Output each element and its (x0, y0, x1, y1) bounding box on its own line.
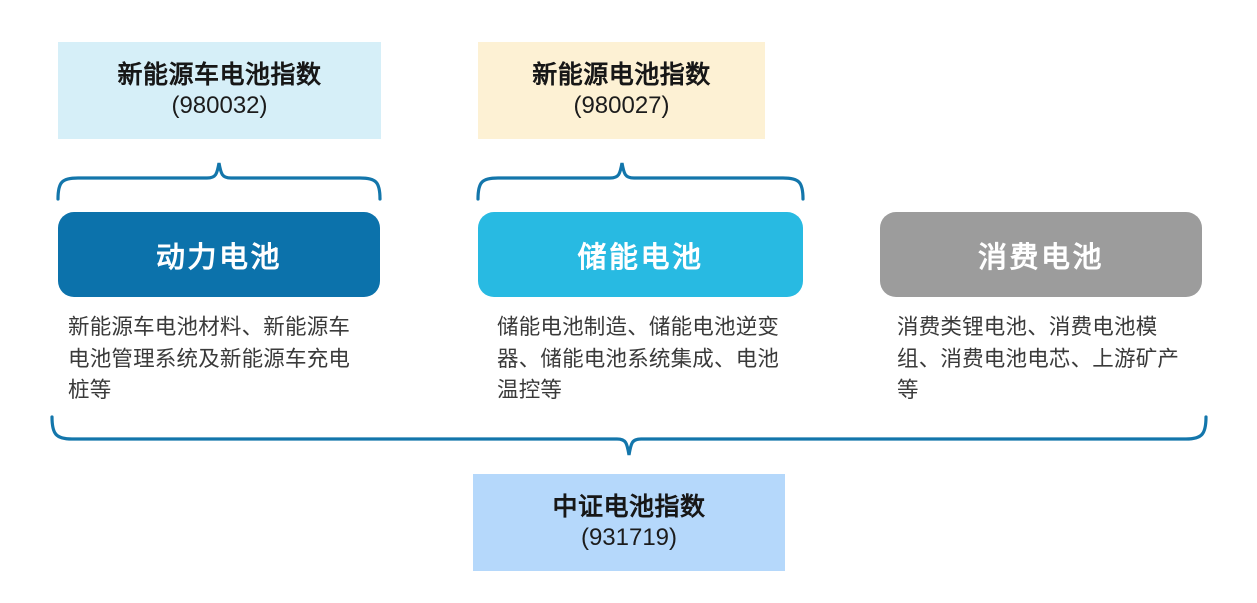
brace-up-nev-battery (476, 162, 805, 201)
index-name: 新能源电池指数 (532, 61, 711, 90)
index-code: (931719) (580, 523, 678, 551)
category-label: 动力电池 (155, 241, 282, 274)
index-box-nev-battery: 新能源电池指数 (980027) (478, 42, 765, 139)
index-name: 新能源车电池指数 (117, 61, 322, 90)
index-box-csi-battery: 中证电池指数 (931719) (473, 474, 785, 571)
index-box-nev-car-battery: 新能源车电池指数 (980032) (58, 42, 381, 139)
category-description-storage-battery: 储能电池制造、储能电池逆变器、储能电池系统集成、电池温控等 (497, 315, 780, 403)
index-name: 中证电池指数 (552, 493, 706, 522)
brace-up-nev-car-battery (56, 162, 382, 201)
category-box-storage-battery: 储能电池 (478, 212, 803, 297)
index-code: (980032) (171, 91, 268, 119)
category-label: 储能电池 (577, 241, 704, 274)
category-description-power-battery: 新能源车电池材料、新能源车电池管理系统及新能源车充电桩等 (68, 315, 351, 403)
brace-down-csi-battery (50, 415, 1208, 456)
category-box-power-battery: 动力电池 (58, 212, 380, 297)
category-label: 消费电池 (977, 241, 1104, 274)
category-box-consumer-battery: 消费电池 (880, 212, 1202, 297)
category-description-consumer-battery: 消费类锂电池、消费电池模组、消费电池电芯、上游矿产等 (897, 315, 1180, 403)
index-code: (980027) (573, 91, 670, 119)
